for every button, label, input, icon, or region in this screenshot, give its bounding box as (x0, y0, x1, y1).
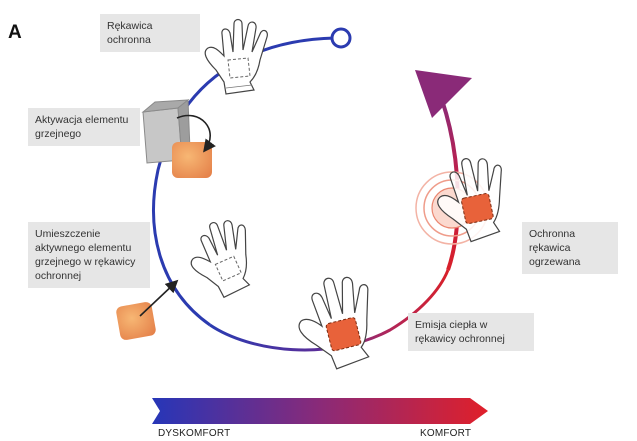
cycle-arc-transition (209, 269, 450, 352)
heater-pad-icon (172, 142, 212, 178)
panel-letter: A (8, 22, 22, 43)
scale-label-discomfort: DYSKOMFORT (158, 428, 231, 439)
glove-icon (190, 220, 251, 299)
glove-icon (204, 18, 268, 95)
glove-icon (437, 158, 502, 243)
cycle-arrowhead-icon (415, 70, 472, 118)
cycle-start-circle (330, 27, 352, 49)
step-label-insert-heater: Umieszczenie aktywnego elementu grzejneg… (28, 222, 150, 288)
scale-label-comfort: KOMFORT (420, 428, 472, 439)
step-label-heat-emission: Emisja ciepła w rękawicy ochronnej (408, 313, 534, 351)
step-label-heated-glove: Ochronna rękawica ogrzewana (522, 222, 618, 274)
insertion-arrow-icon (139, 279, 179, 317)
comfort-scale-arrow (152, 398, 488, 424)
activation-arrow-icon (176, 114, 216, 153)
glove-icon (298, 276, 370, 370)
step-label-activate-heater: Aktywacja elementu grzejnego (28, 108, 140, 146)
step-label-protective-glove: Rękawica ochronna (100, 14, 200, 52)
